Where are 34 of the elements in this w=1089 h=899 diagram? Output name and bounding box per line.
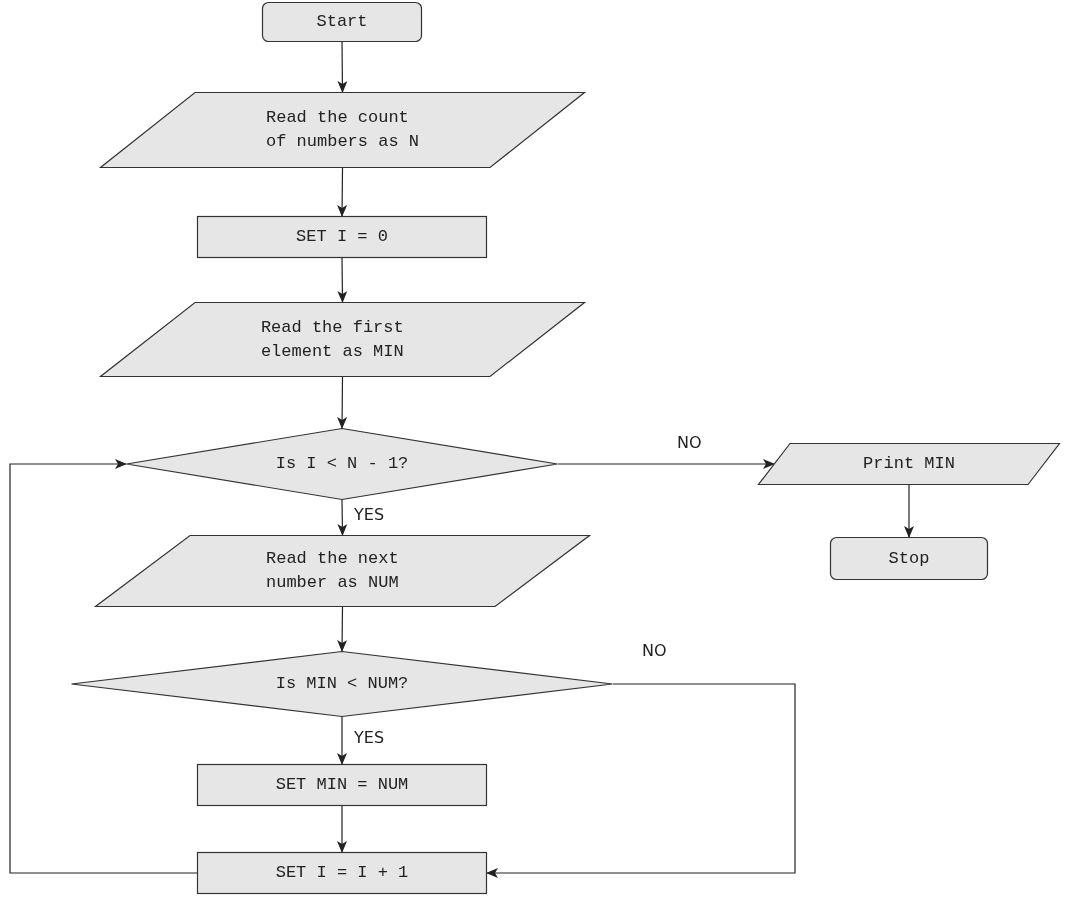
node-text: Print MIN: [863, 453, 955, 475]
arrow: [337, 167, 348, 217]
arrow: [904, 484, 914, 538]
arrow: [337, 499, 348, 536]
input-output-parallelogram: [758, 443, 1060, 485]
arrow: [337, 606, 348, 652]
arrow: [337, 716, 347, 765]
node-text: Read the next number as NUM: [266, 548, 400, 594]
node-text: Read the first element as MIN: [260, 316, 405, 363]
terminal-box: [830, 537, 988, 580]
input-output-parallelogram: [100, 302, 585, 377]
node-text: SET I = I + 1: [275, 862, 409, 884]
node-text: Is I < N - 1?: [275, 453, 409, 475]
process-box: [197, 852, 487, 894]
node-text: SET MIN = NUM: [275, 774, 409, 796]
node-text: Read the count of numbers as N: [266, 107, 419, 153]
arrow: [337, 376, 348, 429]
node-text: SET I = 0: [296, 226, 388, 248]
terminal-box: [262, 2, 422, 42]
input-output-parallelogram: [95, 535, 590, 607]
input-output-parallelogram: [100, 92, 585, 168]
node-text: Start: [316, 11, 368, 33]
process-box: [197, 216, 487, 258]
arrow: [9, 459, 198, 874]
arrow: [486, 683, 796, 878]
arrow: [557, 459, 775, 469]
node-text: Is MIN < NUM?: [275, 673, 409, 695]
process-box: [197, 764, 487, 806]
arrow: [337, 257, 348, 303]
arrow: [337, 41, 348, 93]
arrow: [337, 805, 347, 853]
decision-diamond: [126, 428, 558, 500]
node-text: Stop: [888, 547, 930, 570]
decision-diamond: [71, 651, 613, 717]
